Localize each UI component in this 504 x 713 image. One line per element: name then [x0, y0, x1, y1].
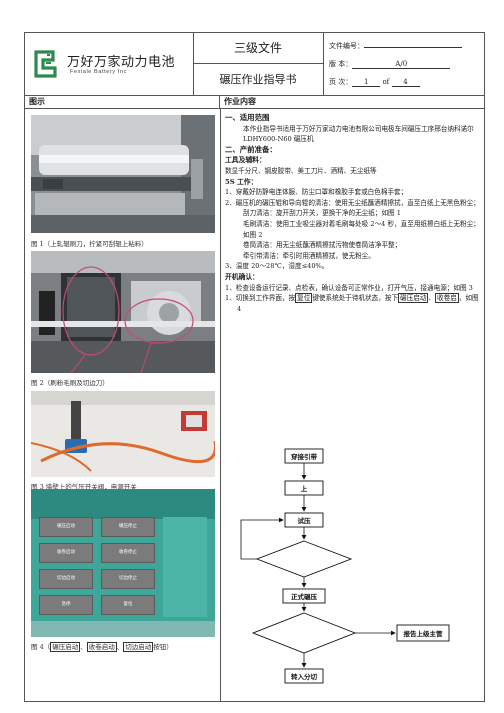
panel-button-7: 急停: [39, 595, 93, 615]
figure-3-caption: 图 3 墙壁上的气压开关阀，电源开关: [31, 483, 137, 491]
svg-text:报告上级主管: 报告上级主管: [404, 629, 444, 638]
figure-2-brush-photo: [31, 251, 215, 373]
section-scope-title: 一、适用范围: [225, 113, 270, 122]
company-logo-cell: 万好万家动力电池 Fexiale Battery Inc: [25, 33, 194, 95]
doc-number-value: [364, 47, 462, 48]
figure-1-roller-photo: [31, 115, 215, 233]
5s-item-3: 3、温度 20～28℃，湿度≤40%。: [225, 262, 329, 271]
column-divider: [220, 109, 221, 701]
compress-start-label: 碾压启动: [398, 293, 429, 304]
doc-number-label: 文件编号：: [329, 42, 364, 50]
panel-button-3: 收卷启动: [39, 543, 93, 563]
page-row: 页 次：1 of 4: [329, 77, 420, 87]
panel-button-6: 切边停止: [101, 569, 155, 589]
flow-node-load: 上: [284, 480, 324, 496]
caption-button-compress: 碾压启动: [50, 642, 81, 652]
5s-item-2a: 刮刀清洁：旋开刮刀开关，更换干净的无尘纸；如图 1: [243, 209, 401, 218]
page-label: 页 次：: [329, 78, 353, 86]
5s-item-2c: 卷筒清洁：用无尘纸蘸酒精擦拭污物使卷筒洁净平整；: [243, 241, 402, 250]
winding-start-label: 收卷启: [435, 293, 459, 304]
figure-3-valve-photo: [31, 391, 215, 477]
company-logo-icon: [34, 50, 57, 78]
document-meta: 文件编号： 版 本：A/0 页 次：1 of 4: [324, 33, 484, 95]
panel-button-2: 碾压停止: [101, 517, 155, 537]
boot-check-2: 1、切换到工作界面，按复位键使系统处于待机状态，按下碾压启动、收卷启，如图 4: [225, 293, 479, 313]
svg-text:正式碾压: 正式碾压: [291, 592, 318, 601]
document-page: 万好万家动力电池 Fexiale Battery Inc 三级文件 碾压作业指导…: [24, 32, 485, 702]
document-header: 万好万家动力电池 Fexiale Battery Inc 三级文件 碾压作业指导…: [25, 33, 484, 96]
company-name-en: Fexiale Battery Inc: [70, 69, 127, 75]
boot-check-title: 开机确认：: [225, 272, 259, 281]
panel-button-8: 复位: [101, 595, 155, 615]
section-scope-text: 本作业指导书适用于万好万家动力电池有限公司电极车间碾压工序邢台纳科诺尔 LDHY…: [243, 124, 474, 144]
doc-number-row: 文件编号：: [329, 41, 462, 51]
tools-title: 工具及辅料：: [225, 156, 266, 165]
reset-key-label: 复位: [295, 293, 313, 304]
figure-4-control-panel: 碾压启动 碾压停止 收卷启动 收卷停止 切边启动 切边停止 急停 复位: [31, 489, 215, 637]
flow-decision-2: [251, 612, 357, 654]
document-title: 碾压作业指导书: [219, 73, 297, 86]
panel-button-1: 碾压启动: [39, 517, 93, 537]
5s-title: 5S 工作：: [225, 177, 258, 186]
column-header-figures: 图示: [25, 95, 220, 109]
figure-4-caption: 图 4（碾压启动、收卷启动、切边启动按钮）: [31, 642, 173, 652]
flow-node-end: 转入分切: [284, 668, 324, 684]
title-cell: 三级文件 碾压作业指导书: [193, 33, 324, 95]
svg-text:试压: 试压: [298, 516, 312, 525]
caption-button-trim: 切边启动: [123, 642, 154, 652]
flow-node-start: 穿接引带: [284, 448, 324, 464]
version-value: A/0: [352, 60, 451, 69]
document-level: 三级文件: [193, 33, 323, 64]
flow-node-production: 正式碾压: [282, 588, 326, 604]
panel-button-4: 收卷停止: [101, 543, 155, 563]
page-total: 4: [391, 78, 420, 87]
caption-button-winding: 收卷启动: [86, 642, 117, 652]
figure-2-caption: 图 2（刷粉毛刷及切边刀）: [31, 379, 109, 387]
page-current: 1: [352, 78, 381, 87]
5s-item-2: 2、碾压机的碾压辊和导向辊的清洁：使用无尘纸蘸酒精擦拭，直至白纸上无黑色粉尘；: [225, 198, 480, 207]
section-prep-title: 二、产前准备：: [225, 144, 277, 154]
process-flowchart: 穿接引带 上 试压 正式碾压 报告上级主管 转入分切: [240, 448, 450, 684]
boot-check-1: 1、检查设备运行记录、点检表，确认设备可正常作业，打开气压，接通电源；如图 3: [225, 283, 473, 292]
tools-text: 数显千分尺、钢皮胶带、美工刀片、酒精、无尘纸等: [225, 166, 377, 175]
work-content: 一、适用范围 本作业指导书适用于万好万家动力电池有限公司电极车间碾压工序邢台纳科…: [225, 113, 483, 314]
svg-text:转入分切: 转入分切: [291, 672, 318, 681]
5s-item-2b: 毛刷清洁：使用工业吸尘器对着毛刷每处吸 2～4 秒，直至用纸擦白纸上无粉尘；如图…: [243, 219, 480, 239]
svg-text:穿接引带: 穿接引带: [291, 452, 318, 461]
5s-item-2d: 牵引带清洁：牵引时用酒精擦拭，使无粉尘。: [243, 251, 375, 260]
flow-node-report: 报告上级主管: [396, 624, 450, 642]
column-header-content: 作业内容: [220, 95, 484, 109]
panel-button-5: 切边启动: [39, 569, 93, 589]
flow-decision-1: [255, 540, 353, 578]
svg-text:上: 上: [301, 484, 308, 493]
5s-item-1: 1、穿戴好防静电连体服、防尘口罩和橡胶手套或白色棉手套；: [225, 188, 408, 197]
callout-ellipses: [62, 266, 194, 373]
figure-1-caption: 图 1（上轧辊刷刀，拧紧可刮辊上粘料）: [31, 240, 148, 248]
version-row: 版 本：A/0: [329, 59, 451, 69]
company-name-cn: 万好万家动力电池: [67, 55, 176, 70]
version-label: 版 本：: [329, 60, 353, 68]
flow-node-trial: 试压: [284, 512, 324, 528]
page-of: of: [382, 78, 390, 86]
